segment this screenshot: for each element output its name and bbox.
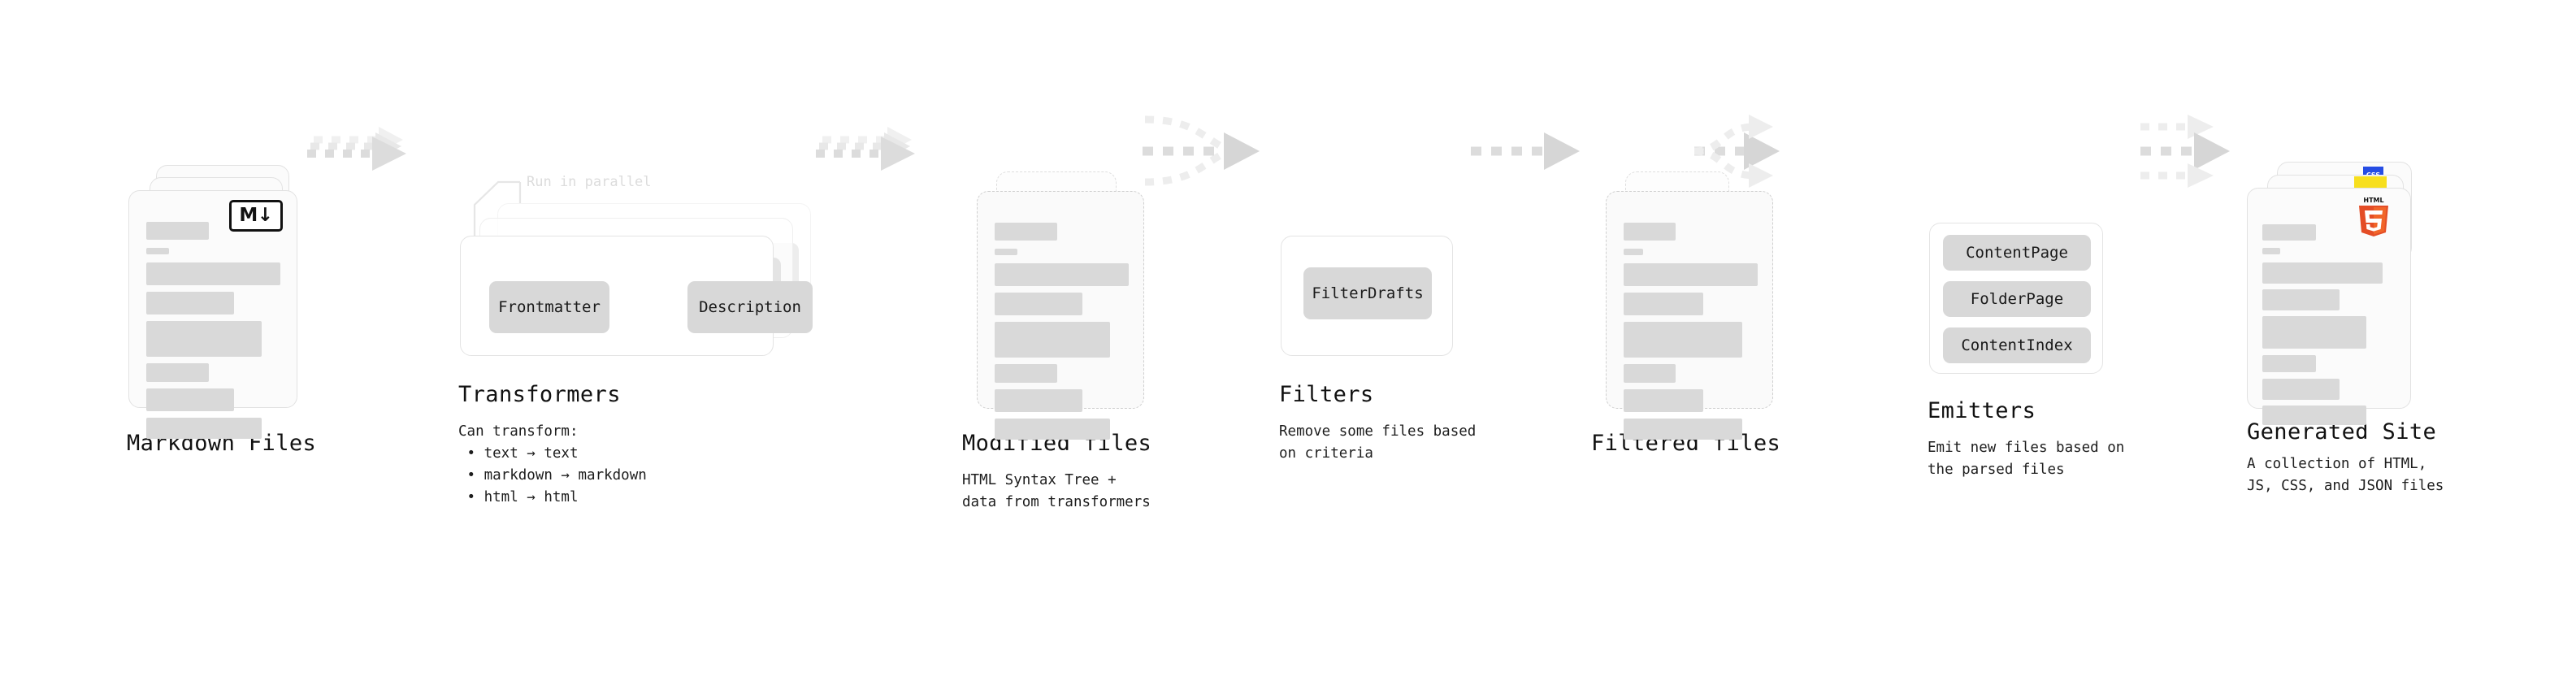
filters-title: Filters [1279, 382, 1374, 407]
content-bar [146, 388, 234, 411]
content-bar [2262, 379, 2340, 400]
content-bar [2262, 224, 2316, 241]
content-bar [2262, 406, 2366, 425]
content-bar [146, 363, 209, 382]
content-bar [1624, 293, 1703, 315]
modified-card-front [977, 191, 1144, 440]
content-bar [2262, 289, 2340, 310]
content-bar [1624, 263, 1758, 286]
arrow-md-to-transformers [307, 127, 406, 171]
arrow-emitters-to-site [2140, 115, 2230, 188]
content-bar [146, 222, 209, 240]
transformers-subtitle: Can transform: • text → text • markdown … [458, 423, 647, 506]
content-bar [146, 292, 234, 314]
filters-panel: FilterDrafts [1281, 236, 1453, 356]
filter-chip-filterdrafts[interactable]: FilterDrafts [1303, 267, 1432, 319]
transformer-chip-description[interactable]: Description [687, 281, 813, 333]
emitters-panel: ContentPage FolderPage ContentIndex [1929, 223, 2103, 374]
content-bar [2262, 316, 2366, 349]
emitter-chip-contentpage[interactable]: ContentPage [1943, 235, 2091, 271]
html5-badge-word: HTML [2363, 197, 2383, 204]
content-bar [1624, 364, 1676, 383]
content-bar [1624, 419, 1742, 440]
emitter-chip-contentindex[interactable]: ContentIndex [1943, 327, 2091, 363]
content-bar [995, 364, 1057, 383]
arrow-filters-to-filtered [1471, 132, 1580, 170]
content-bar [995, 389, 1082, 412]
content-bar [995, 322, 1110, 358]
filtered-card-front [1606, 191, 1773, 440]
transformer-chip-frontmatter[interactable]: Frontmatter [489, 281, 609, 333]
modified-files-subtitle: HTML Syntax Tree + data from transformer… [962, 472, 1151, 511]
content-bar [2262, 262, 2383, 284]
content-bar [1624, 223, 1676, 241]
emitters-subtitle: Emit new files based on the parsed files [1928, 440, 2125, 479]
content-bar [146, 321, 262, 357]
transformers-title: Transformers [458, 382, 621, 407]
content-bar [1624, 322, 1742, 358]
arrow-modified-to-filters [1143, 115, 1260, 186]
content-bar [2262, 355, 2316, 372]
filters-subtitle: Remove some files based on criteria [1279, 423, 1477, 462]
content-bar [1624, 389, 1703, 412]
emitter-chip-folderpage[interactable]: FolderPage [1943, 281, 2091, 317]
content-bar [146, 262, 280, 285]
markdown-badge: M↓ [229, 200, 283, 232]
content-bar [995, 249, 1017, 255]
emitters-title: Emitters [1928, 398, 2036, 423]
content-bar [146, 248, 169, 254]
content-bar [995, 263, 1129, 286]
site-card-front [2247, 188, 2411, 425]
content-bar [2262, 248, 2280, 254]
content-bar [1624, 249, 1643, 255]
content-bar [995, 223, 1057, 241]
run-in-parallel-note: Run in parallel [527, 174, 652, 190]
arrow-transformers-to-modified [816, 127, 915, 171]
content-bar [995, 419, 1110, 440]
content-bar [995, 293, 1082, 315]
content-bar [146, 418, 262, 439]
generated-site-subtitle: A collection of HTML, JS, CSS, and JSON … [2247, 456, 2444, 495]
html5-badge: HTML [2355, 195, 2392, 237]
